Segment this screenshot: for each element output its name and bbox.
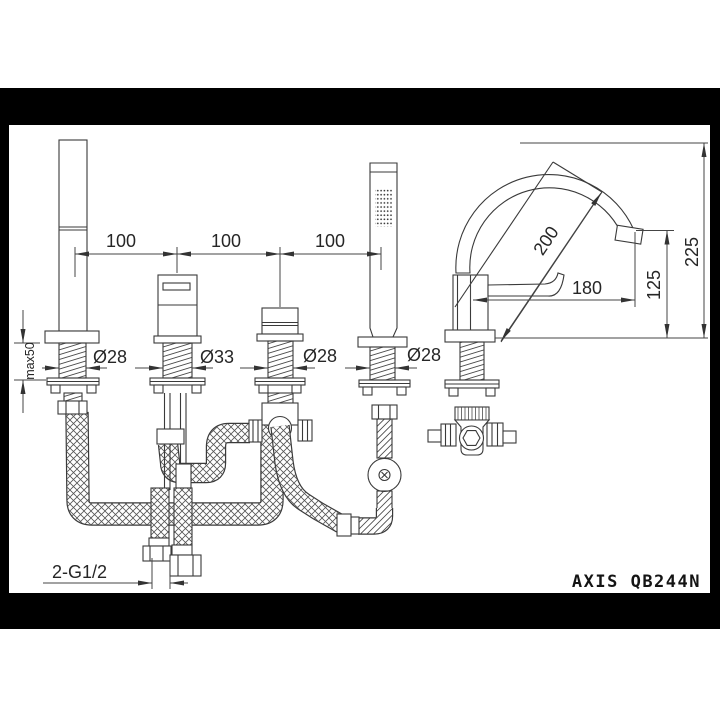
dim-diameter-tub-spout: Ø28 xyxy=(93,347,127,367)
dim-spout-reach: 180 xyxy=(572,278,602,298)
hand-shower xyxy=(357,162,408,381)
shower-shank xyxy=(369,346,396,381)
dim-total-height: 225 xyxy=(682,237,702,267)
spout-shank xyxy=(58,342,87,379)
dim-hole-spacing-3: 100 xyxy=(315,231,345,251)
shower-hex-collar xyxy=(371,404,398,420)
handle-slot xyxy=(162,282,191,291)
diverter-left-port xyxy=(248,419,263,443)
dim-diameter-mixer: Ø33 xyxy=(200,347,234,367)
mixer-shank xyxy=(162,342,193,379)
dim-deck-max-thickness: max50 xyxy=(23,342,37,380)
dim-connection-note: 2-G1/2 xyxy=(52,562,107,582)
spout-outlet xyxy=(614,224,644,245)
dim-outlet-height: 125 xyxy=(644,270,664,300)
mixer-valve-underdeck xyxy=(142,377,206,577)
spray-face xyxy=(375,188,392,227)
faucet-left-port xyxy=(440,423,457,447)
faucet-underdeck xyxy=(427,379,517,456)
dim-diameter-hand-shower: Ø28 xyxy=(407,345,441,365)
dim-hole-spacing-2: 100 xyxy=(211,231,241,251)
hand-shower-underdeck xyxy=(336,379,411,537)
tee-hex-nut xyxy=(462,430,481,446)
hose-mixer-to-diverter xyxy=(157,422,250,484)
tub-spout-side-view xyxy=(44,139,100,379)
diverter-valve xyxy=(256,307,304,379)
supply-tail-right xyxy=(169,487,202,577)
model-label: AXIS QB244N xyxy=(572,572,701,592)
shower-hose-fitting xyxy=(336,513,352,537)
dim-hole-spacing-1: 100 xyxy=(106,231,136,251)
shower-flange xyxy=(357,336,408,348)
dim-diameter-diverter: Ø28 xyxy=(303,346,337,366)
faucet-shank xyxy=(459,341,485,381)
diverter-flange xyxy=(256,333,304,342)
pipe-fitting xyxy=(175,463,192,489)
supply-tail-left xyxy=(142,487,172,562)
faucet-right-port xyxy=(486,422,504,447)
mixer-flange xyxy=(153,335,202,344)
spout-hex-nut xyxy=(57,400,88,415)
faucet-flange xyxy=(444,329,496,343)
pipe-collar xyxy=(156,428,185,445)
dimension-annotations: 100 100 100 max50 Ø28 Ø33 Ø28 Ø28 200 18… xyxy=(14,142,708,589)
mixer-valve xyxy=(153,274,202,379)
hose-diverter-to-shower xyxy=(270,424,346,533)
diverter-valve-underdeck xyxy=(248,377,346,533)
diverter-shank xyxy=(267,340,294,379)
diverter-right-port xyxy=(297,419,313,442)
shower-elbow xyxy=(358,508,394,535)
spout-flange xyxy=(44,330,100,344)
